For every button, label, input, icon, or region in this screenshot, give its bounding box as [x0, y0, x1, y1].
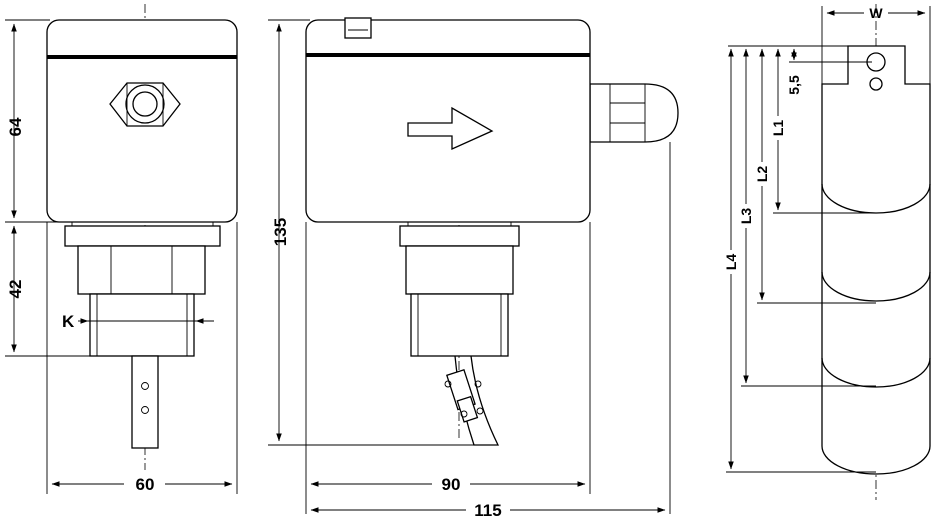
side-dimensions: 135 90 115	[268, 19, 671, 520]
dim-115: 115	[474, 501, 501, 520]
dim-5-5: 5,5	[786, 75, 802, 95]
dim-135: 135	[271, 218, 290, 246]
dim-w: W	[869, 5, 883, 21]
side-view	[305, 17, 680, 446]
front-dimensions: 64 42 60 K	[5, 19, 238, 494]
front-housing	[46, 19, 238, 223]
paddle-outline	[821, 45, 931, 475]
cable-gland	[589, 83, 679, 143]
front-view	[46, 4, 238, 470]
dim-90: 90	[442, 475, 461, 494]
paddle-view	[821, 4, 931, 500]
dim-42: 42	[6, 280, 25, 299]
dim-l1: L1	[770, 120, 786, 137]
dim-l2: L2	[754, 166, 770, 183]
mount-hole-lower	[869, 77, 883, 91]
side-housing	[305, 19, 591, 223]
gland-hex-icon	[109, 82, 181, 127]
dim-64: 64	[6, 117, 25, 136]
dim-60: 60	[136, 475, 155, 494]
flow-arrow-icon	[407, 106, 494, 151]
paddle-dimensions: W 5,5 L1 L2 L3 L4	[723, 5, 931, 473]
dim-k: K	[62, 312, 75, 331]
dim-l4: L4	[723, 254, 739, 271]
dim-l3: L3	[738, 208, 754, 225]
